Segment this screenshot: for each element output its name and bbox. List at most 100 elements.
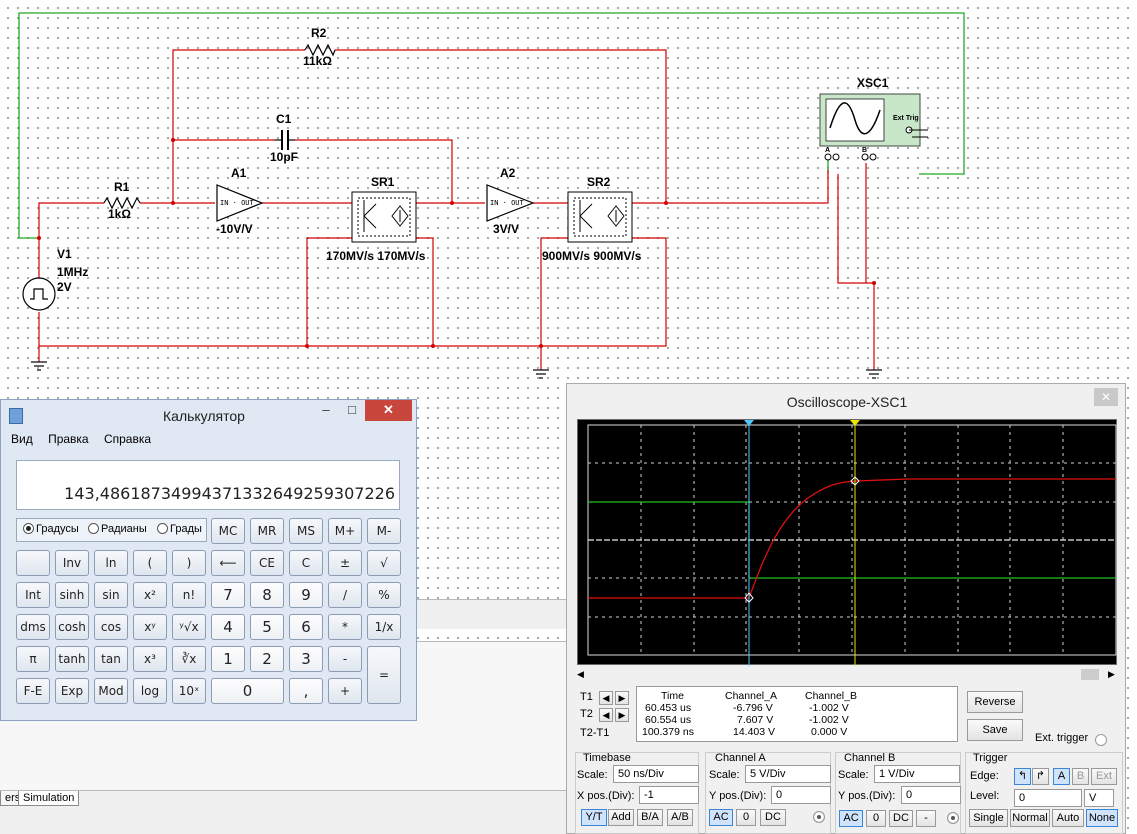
scrollbar-thumb[interactable] — [1081, 669, 1099, 680]
t2-right-arrow[interactable]: ▶ — [615, 708, 629, 722]
calc-key-button[interactable]: ʸ√x — [172, 614, 206, 640]
calc-key-button[interactable]: 9 — [289, 582, 323, 608]
calc-key-button[interactable]: - — [328, 646, 362, 672]
timebase-scale-field[interactable]: 50 ns/Div — [613, 765, 699, 783]
edge-rising-icon[interactable]: ↰ — [1014, 768, 1031, 785]
calc-key-button[interactable]: cos — [94, 614, 128, 640]
calc-key-button[interactable]: 5 — [250, 614, 284, 640]
channel-b-scale-field[interactable]: 1 V/Div — [874, 765, 960, 783]
radio-degrees[interactable]: Градусы — [23, 523, 79, 535]
calc-key-button[interactable]: 4 — [211, 614, 245, 640]
mode-ba-button[interactable]: B/A — [637, 809, 663, 826]
calc-key-button[interactable]: tanh — [55, 646, 89, 672]
channel-a-terminal[interactable] — [813, 811, 825, 823]
menu-edit[interactable]: Правка — [48, 432, 89, 446]
channel-b-ypos-field[interactable]: 0 — [901, 786, 961, 804]
calc-key-zero-button[interactable]: 0 — [211, 678, 284, 704]
calc-key-button[interactable]: 6 — [289, 614, 323, 640]
c1-capacitor-symbol[interactable] — [275, 130, 295, 150]
calc-key-button[interactable]: 1 — [211, 646, 245, 672]
close-button[interactable]: ✕ — [365, 400, 412, 421]
calc-key-button[interactable]: * — [328, 614, 362, 640]
trigger-normal-button[interactable]: Normal — [1010, 809, 1050, 827]
trigger-source-b[interactable]: B — [1072, 768, 1089, 785]
calc-key-button[interactable]: cosh — [55, 614, 89, 640]
channel-b-zero-button[interactable]: 0 — [866, 810, 886, 827]
r2-resistor-symbol[interactable] — [304, 43, 336, 57]
t1-right-arrow[interactable]: ▶ — [615, 691, 629, 705]
calc-key-decimal-button[interactable]: , — [289, 678, 323, 704]
trigger-level-unit[interactable]: V — [1084, 789, 1114, 807]
trigger-none-button[interactable]: None — [1086, 809, 1118, 827]
horizontal-scrollbar[interactable]: ◀ ▶ — [577, 668, 1117, 681]
calc-key-button[interactable]: ln — [94, 550, 128, 576]
calc-key-button[interactable]: √ — [367, 550, 401, 576]
menu-help[interactable]: Справка — [103, 432, 152, 446]
calc-key-button[interactable]: ( — [133, 550, 167, 576]
calc-key-button[interactable]: sinh — [55, 582, 89, 608]
calc-key-button[interactable]: / — [328, 582, 362, 608]
wires-red[interactable] — [38, 49, 875, 370]
memory-button[interactable]: M+ — [328, 518, 362, 544]
memory-button[interactable]: M- — [367, 518, 401, 544]
calc-key-button[interactable]: log — [133, 678, 167, 704]
channel-b-ac-button[interactable]: AC — [839, 810, 863, 827]
calc-key-button[interactable]: Mod — [94, 678, 128, 704]
calc-key-button[interactable]: sin — [94, 582, 128, 608]
channel-a-ypos-field[interactable]: 0 — [771, 786, 831, 804]
calc-key-plus-button[interactable]: + — [328, 678, 362, 704]
mode-ab-button[interactable]: A/B — [667, 809, 693, 826]
mode-yt-button[interactable]: Y/T — [581, 809, 607, 826]
osc-close-button[interactable]: ✕ — [1094, 388, 1118, 406]
calc-key-button[interactable]: CE — [250, 550, 284, 576]
calc-key-button[interactable]: x² — [133, 582, 167, 608]
timebase-xpos-field[interactable]: -1 — [639, 786, 699, 804]
memory-button[interactable]: MS — [289, 518, 323, 544]
t1-left-arrow[interactable]: ◀ — [599, 691, 613, 705]
tab-simulation[interactable]: Simulation — [18, 791, 80, 806]
save-button[interactable]: Save — [967, 719, 1023, 741]
minimize-button[interactable]: – — [322, 402, 330, 417]
radio-radians[interactable]: Радианы — [88, 523, 147, 535]
calc-key-button[interactable]: 3 — [289, 646, 323, 672]
trigger-auto-button[interactable]: Auto — [1052, 809, 1084, 827]
menu-view[interactable]: Вид — [11, 432, 33, 446]
calc-key-button[interactable]: tan — [94, 646, 128, 672]
calc-key-button[interactable]: x³ — [133, 646, 167, 672]
trigger-level-field[interactable]: 0 — [1014, 789, 1082, 807]
memory-button[interactable]: MC — [211, 518, 245, 544]
radio-grads[interactable]: Грады — [157, 523, 202, 535]
r1-resistor-symbol[interactable] — [103, 196, 141, 210]
reverse-button[interactable]: Reverse — [967, 691, 1023, 713]
sr2-slew-limiter-symbol[interactable] — [567, 191, 633, 243]
calc-key-button[interactable]: ± — [328, 550, 362, 576]
calc-key-button[interactable]: ) — [172, 550, 206, 576]
channel-a-ac-button[interactable]: AC — [709, 809, 733, 826]
t2-left-arrow[interactable]: ◀ — [599, 708, 613, 722]
calc-key-button[interactable]: 7 — [211, 582, 245, 608]
mode-add-button[interactable]: Add — [608, 809, 634, 826]
v1-source-symbol[interactable] — [22, 277, 56, 311]
calc-key-button[interactable]: dms — [16, 614, 50, 640]
a2-amplifier-symbol[interactable]: IN · OUT — [486, 184, 535, 222]
wire-green[interactable] — [18, 12, 965, 239]
channel-b-dc-button[interactable]: DC — [889, 810, 913, 827]
trigger-source-a[interactable]: A — [1053, 768, 1070, 785]
channel-a-scale-field[interactable]: 5 V/Div — [745, 765, 831, 783]
a1-amplifier-symbol[interactable]: IN · OUT — [216, 184, 264, 222]
calc-key-button[interactable]: % — [367, 582, 401, 608]
calc-key-button[interactable]: Inv — [55, 550, 89, 576]
channel-a-dc-button[interactable]: DC — [760, 809, 786, 826]
calc-key-button[interactable]: n! — [172, 582, 206, 608]
oscilloscope-screen[interactable] — [577, 419, 1117, 666]
calc-key-button[interactable]: 2 — [250, 646, 284, 672]
channel-a-zero-button[interactable]: 0 — [736, 809, 756, 826]
ext-trigger-terminal[interactable] — [1095, 734, 1107, 746]
calc-key-button[interactable]: 1/x — [367, 614, 401, 640]
sr1-slew-limiter-symbol[interactable] — [351, 191, 417, 243]
channel-b-terminal[interactable] — [947, 812, 959, 824]
calc-key-button[interactable]: ∛x — [172, 646, 206, 672]
equals-button[interactable]: = — [367, 646, 401, 704]
channel-b-minus-button[interactable]: - — [916, 810, 936, 827]
